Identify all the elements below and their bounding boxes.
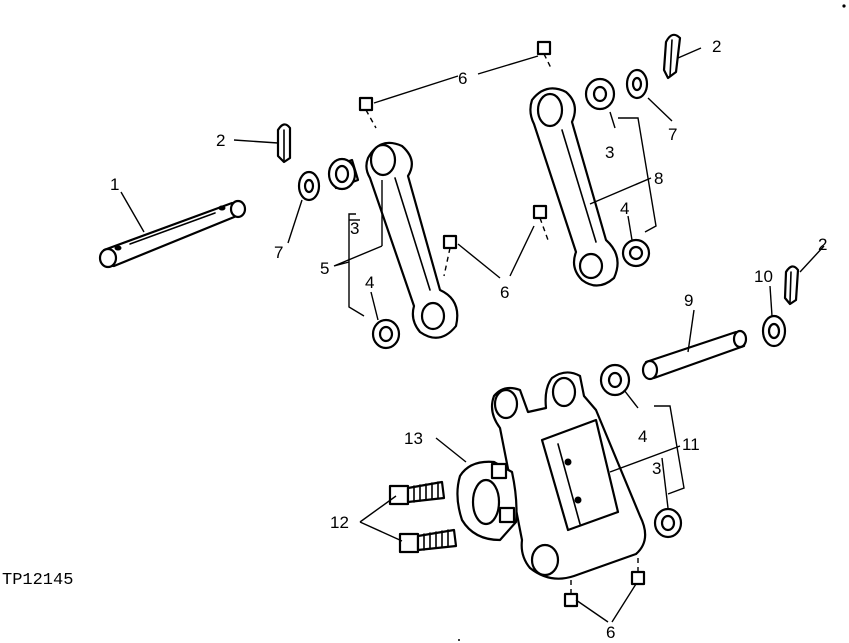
bolt-part-6-middle-left xyxy=(442,234,458,277)
callout-2-top-right: 2 xyxy=(712,37,721,56)
callout-3-right: 3 xyxy=(605,143,614,162)
callout-13: 13 xyxy=(404,429,423,448)
callout-1: 1 xyxy=(110,175,119,194)
bolt-part-6-upper-right xyxy=(536,40,553,71)
bracket-part-11 xyxy=(490,371,647,580)
callout-4-left: 4 xyxy=(365,273,374,292)
pin-part-9 xyxy=(641,329,748,381)
bolt-part-6-middle-right xyxy=(532,204,549,241)
callout-6-bottom: 6 xyxy=(606,623,615,642)
bushing-part-4-right xyxy=(621,238,651,268)
bushing-part-3-left xyxy=(327,157,360,191)
callout-9: 9 xyxy=(684,291,693,310)
callout-10: 10 xyxy=(754,267,773,286)
leader-lines xyxy=(120,47,825,623)
figure-id: TP12145 xyxy=(2,571,73,590)
callout-2-left: 2 xyxy=(216,131,225,150)
cotter-pin-part-2-left xyxy=(276,123,292,164)
cotter-pin-part-2-top-right xyxy=(662,33,682,80)
cotter-pin-part-2-right xyxy=(783,265,800,306)
washer-part-10 xyxy=(761,314,787,348)
callout-3-lower: 3 xyxy=(652,459,661,478)
callout-4-lower: 4 xyxy=(638,427,647,446)
bolt-part-6-upper-left xyxy=(358,96,377,129)
link-part-8 xyxy=(529,87,619,287)
callout-12: 12 xyxy=(330,513,349,532)
callout-11: 11 xyxy=(682,435,700,454)
callout-labels: 1 2 2 2 3 3 3 4 4 4 5 6 6 6 7 7 8 9 10 1… xyxy=(110,37,827,642)
callout-3-left: 3 xyxy=(350,219,359,238)
callout-6-middle: 6 xyxy=(500,283,509,302)
pin-part-1 xyxy=(98,199,247,269)
callout-4-right: 4 xyxy=(620,199,629,218)
bushing-part-4-lower xyxy=(599,363,631,397)
speck xyxy=(458,639,460,641)
bushing-part-4-left xyxy=(371,318,401,350)
callout-7-left: 7 xyxy=(274,243,283,262)
callout-5: 5 xyxy=(320,259,329,278)
bushing-part-3-top-right xyxy=(584,77,616,111)
callout-6-top: 6 xyxy=(458,69,467,88)
callout-7-right: 7 xyxy=(668,125,677,144)
bolt-part-6-lower-right xyxy=(630,556,646,586)
callout-2-right: 2 xyxy=(818,235,827,254)
speck xyxy=(842,4,846,8)
cap-screw-part-12-upper xyxy=(388,480,446,506)
cap-screw-part-12-lower xyxy=(398,528,458,554)
clamp-part-13 xyxy=(456,460,518,542)
washer-part-7-right xyxy=(625,68,649,100)
link-part-5 xyxy=(365,141,459,339)
bushing-part-3-lower xyxy=(653,507,683,539)
bolt-part-6-lower-left xyxy=(563,578,579,608)
callout-8: 8 xyxy=(654,169,663,188)
washer-part-7-left xyxy=(297,170,321,202)
